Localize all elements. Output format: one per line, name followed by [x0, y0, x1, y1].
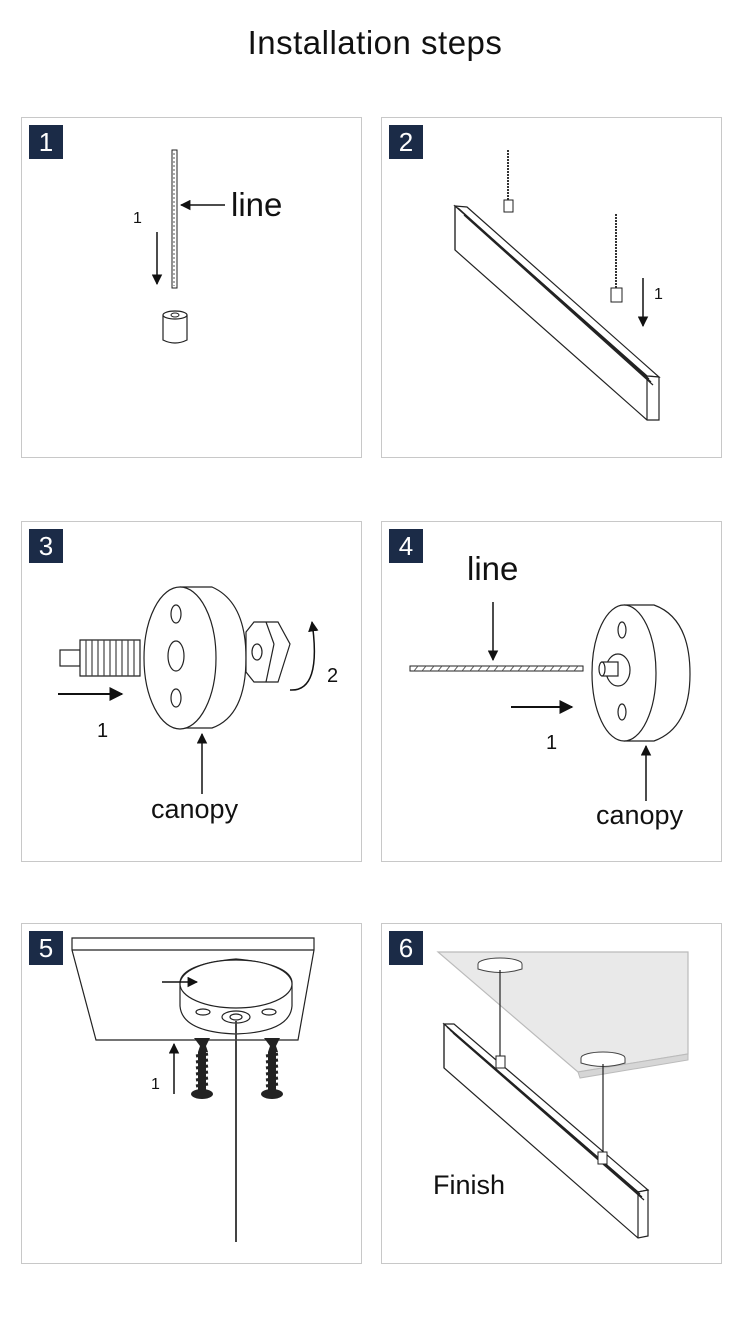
linear-light-bar: [453, 204, 661, 421]
arrow-number-label: 1: [133, 210, 142, 227]
step-5-panel: 5 1: [21, 923, 362, 1264]
canopy-disc: [477, 957, 626, 1067]
step-number-badge: 1: [29, 125, 63, 159]
linear-light-bar: [442, 1022, 650, 1239]
step-6-illustration: [436, 951, 689, 1239]
canopy-label: canopy: [151, 794, 239, 824]
line-label: line: [231, 186, 283, 223]
cable-gripper: [503, 199, 514, 213]
page-title: Installation steps: [247, 24, 503, 61]
threaded-stud: [59, 639, 141, 677]
step-1-panel: 1 line 1: [21, 117, 362, 458]
step-number-badge: 5: [29, 931, 63, 965]
cable-gripper: [597, 1151, 608, 1165]
cable-gripper: [495, 1055, 506, 1069]
cable-gripper: [610, 287, 623, 303]
hex-nut: [245, 621, 291, 683]
step-number-badge: 3: [29, 529, 63, 563]
step-4-panel: 4 line 1 canopy: [381, 521, 722, 862]
finish-label: Finish: [433, 1170, 506, 1200]
step-6-panel: 6 Finish: [381, 923, 722, 1264]
step-number-badge: 2: [389, 125, 423, 159]
step-4-illustration: [409, 602, 691, 801]
screw: [191, 1038, 213, 1099]
step-1-illustration: [151, 149, 225, 344]
step-number-badge: 6: [389, 931, 423, 965]
rotate-arrow: [289, 620, 319, 691]
step-3-panel: 3 1 2 canopy: [21, 521, 362, 862]
screw: [261, 1038, 283, 1099]
turn-number-label: 2: [327, 665, 339, 687]
step-2-illustration: [453, 150, 661, 421]
step-5-illustration: [71, 937, 315, 1242]
cable-gripper: [162, 310, 188, 344]
step-number-badge: 4: [389, 529, 423, 563]
push-number-label: 1: [97, 720, 109, 742]
line-label: line: [467, 550, 519, 587]
step-3-illustration: [58, 586, 319, 794]
arrow-number-label: 1: [654, 286, 663, 303]
canopy-label: canopy: [596, 800, 684, 830]
canopy-disc: [591, 604, 691, 742]
canopy-disc: [179, 958, 293, 1035]
push-number-label: 1: [546, 732, 558, 754]
step-2-panel: 2 1: [381, 117, 722, 458]
canopy-disc: [143, 586, 247, 730]
push-number-label: 1: [151, 1076, 160, 1093]
